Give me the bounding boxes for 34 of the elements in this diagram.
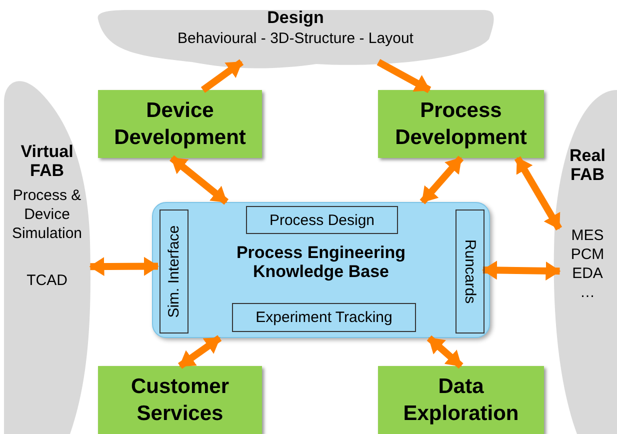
module-box <box>232 303 416 332</box>
box-label: Sim. Interface <box>164 224 183 318</box>
module-box <box>159 209 188 333</box>
box-label: Process Development <box>394 98 528 151</box>
process-box <box>98 366 262 434</box>
cloud-text: TCAD <box>26 271 68 290</box>
arrow <box>376 59 432 94</box>
arrow <box>200 59 244 93</box>
box-label: Process Design <box>269 210 375 230</box>
module-box <box>246 206 398 234</box>
knowledge-base-panel <box>152 202 490 338</box>
double-arrow <box>170 155 229 205</box>
cloud-text: MES PCM EDA … <box>570 226 606 302</box>
box-label: Experiment Tracking <box>256 308 392 327</box>
box-label: Runcards <box>460 238 479 304</box>
double-arrow <box>426 335 464 369</box>
double-arrow <box>420 156 464 204</box>
cloud-title: Design <box>267 8 324 27</box>
double-arrow <box>482 260 561 280</box>
double-arrow <box>178 335 222 369</box>
process-box <box>378 366 544 434</box>
cloud-subtitle: Behavioural - 3D-Structure - Layout <box>178 29 414 48</box>
box-label: Device Development <box>113 98 247 151</box>
double-arrow <box>89 256 159 276</box>
box-label: Data Exploration <box>402 374 520 427</box>
cloud-title: Virtual FAB <box>20 142 74 180</box>
process-box <box>98 90 262 158</box>
box-label: Customer Services <box>130 374 230 427</box>
process-box <box>378 90 544 158</box>
module-box <box>455 209 484 333</box>
cloud-title: Real FAB <box>568 146 606 184</box>
panel-title: Process Engineering Knowledge Base <box>235 243 407 281</box>
cloud-text: Process & Device Simulation <box>10 186 84 243</box>
double-arrow <box>514 156 562 230</box>
